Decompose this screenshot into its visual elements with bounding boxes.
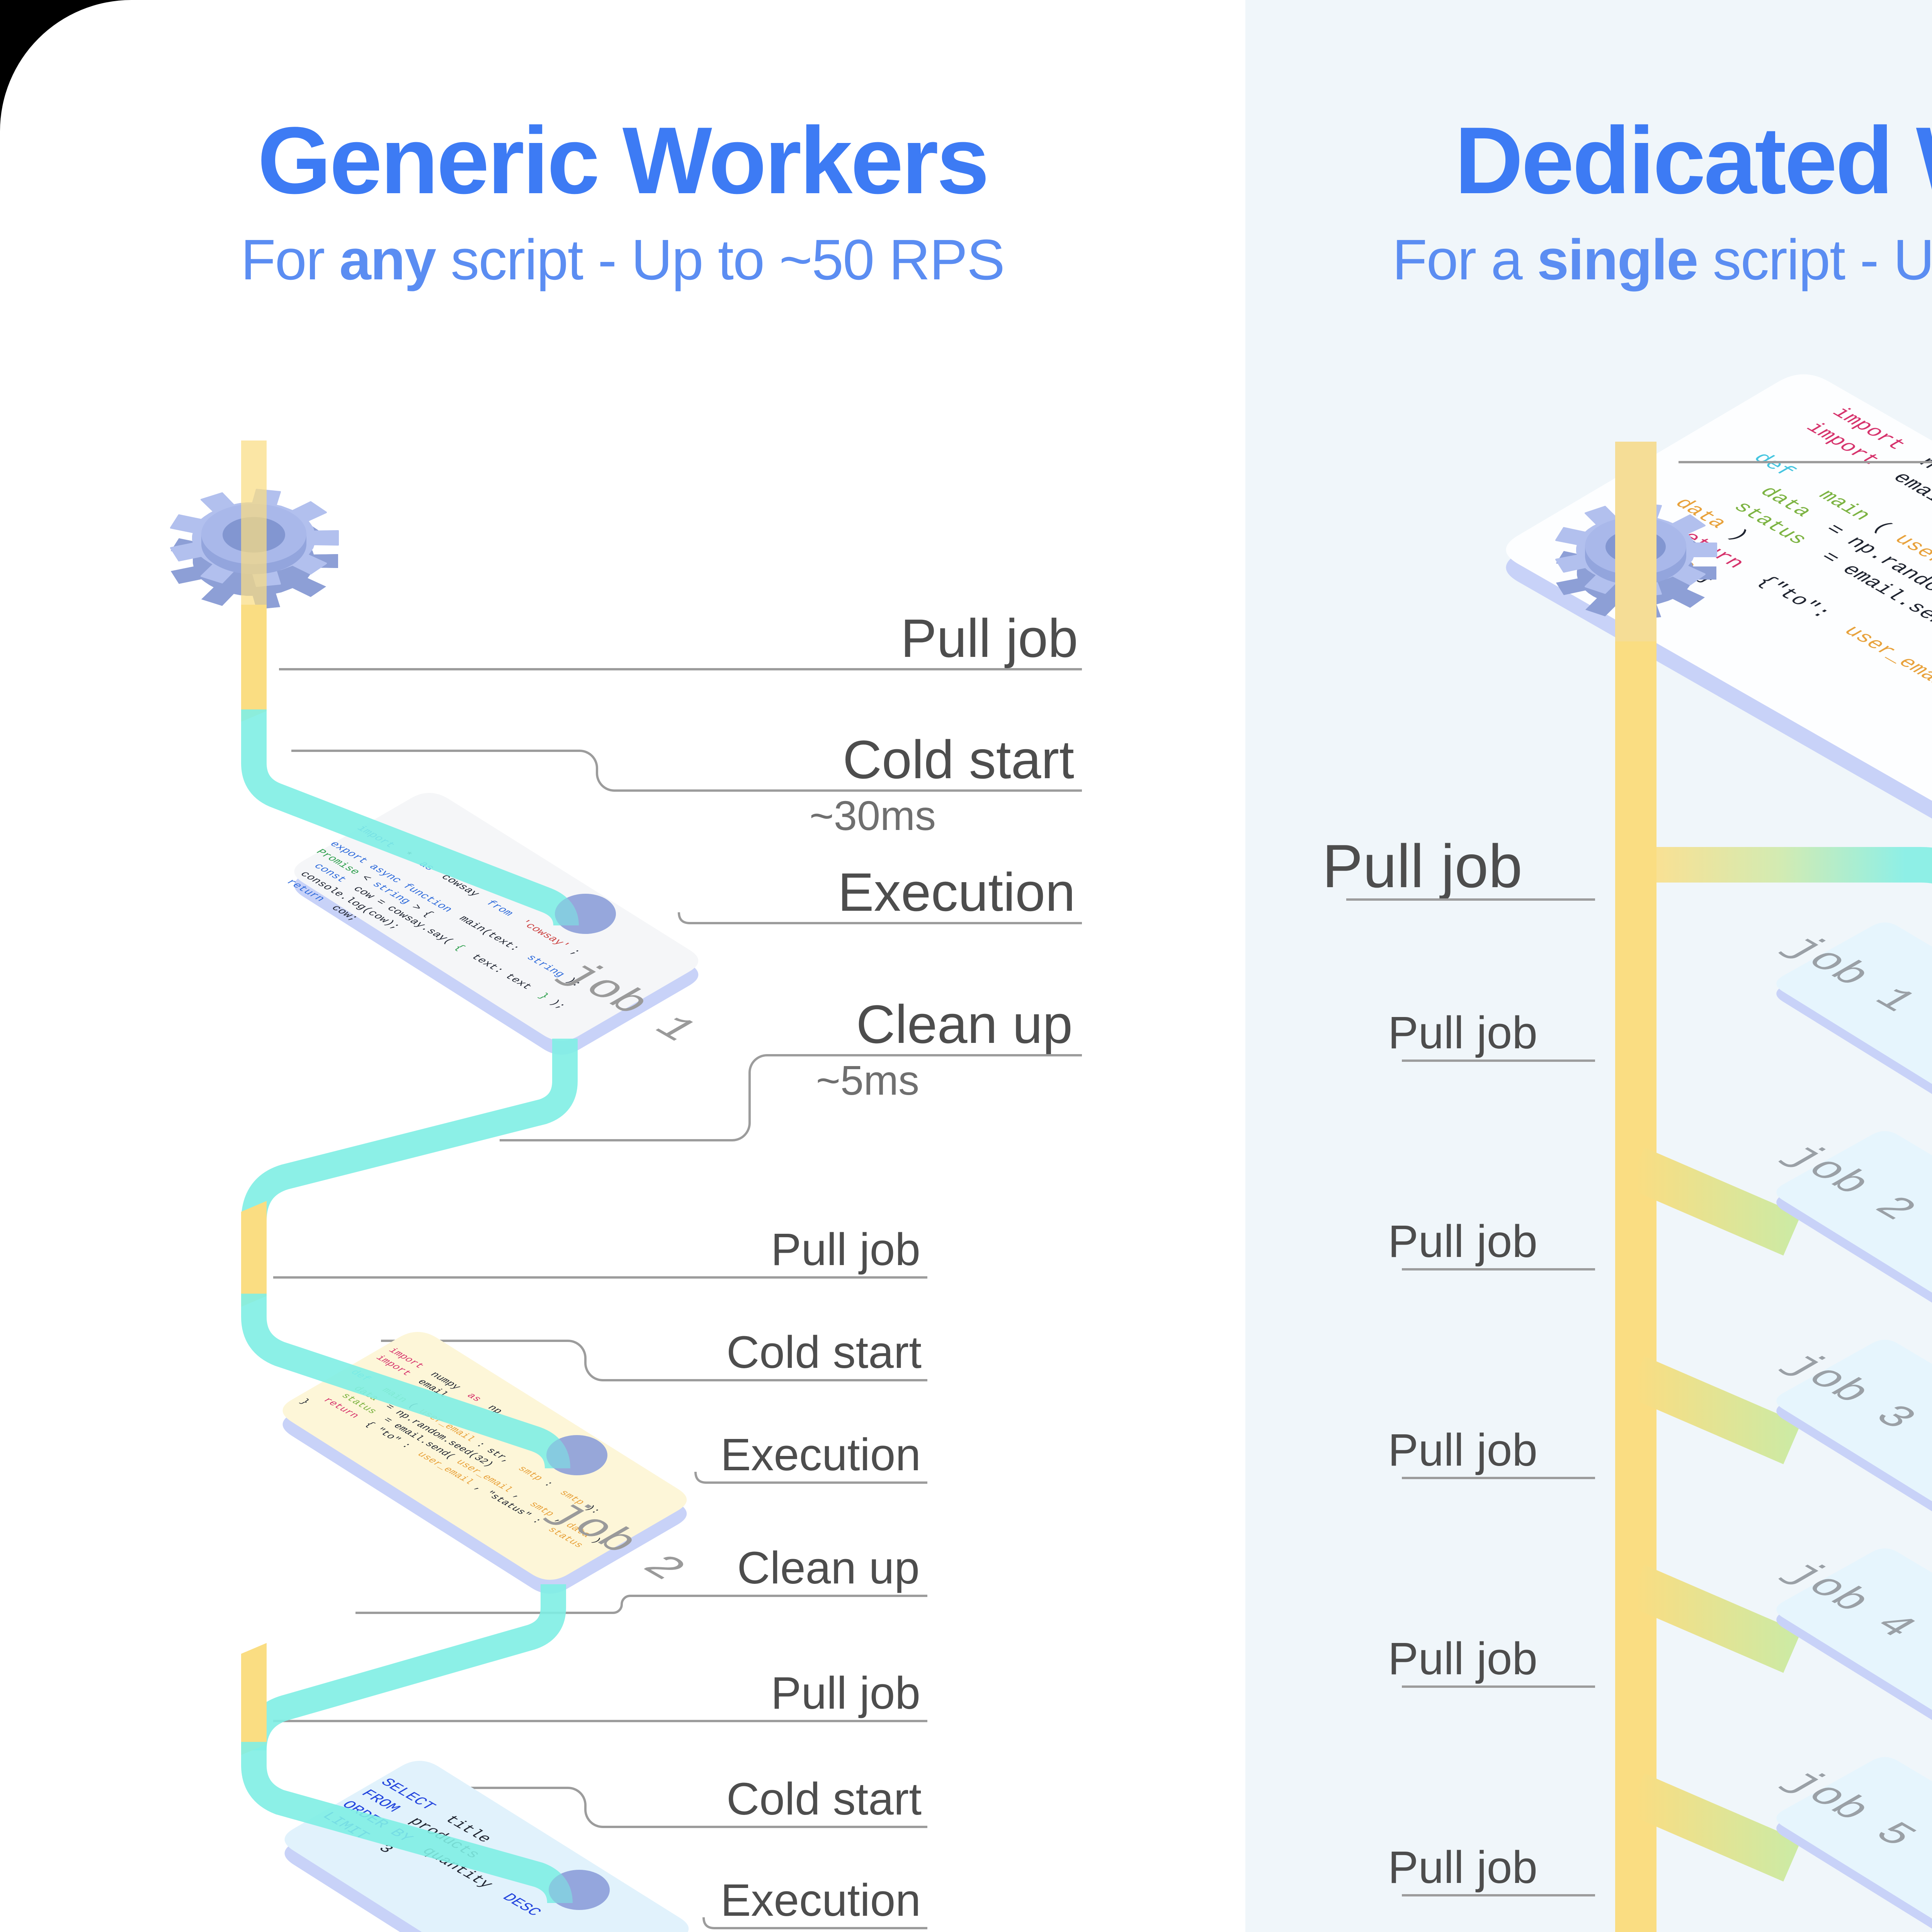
svg-text:Generic Workers: Generic Workers bbox=[257, 107, 987, 214]
svg-text:Pull job: Pull job bbox=[771, 1224, 920, 1275]
svg-text:Cold start: Cold start bbox=[843, 729, 1074, 790]
svg-text:Cold start: Cold start bbox=[726, 1774, 922, 1825]
svg-text:Cold start: Cold start bbox=[726, 1327, 922, 1378]
svg-text:Pull job: Pull job bbox=[1388, 1425, 1537, 1476]
svg-text:Pull job: Pull job bbox=[1388, 1633, 1537, 1684]
svg-text:Execution: Execution bbox=[721, 1875, 921, 1926]
svg-text:Pull job: Pull job bbox=[901, 608, 1078, 668]
svg-text:Execution: Execution bbox=[838, 862, 1075, 922]
svg-text:Pull job: Pull job bbox=[1322, 832, 1522, 900]
svg-text:Pull job: Pull job bbox=[1388, 1007, 1537, 1058]
svg-text:Pull job: Pull job bbox=[1388, 1216, 1537, 1267]
svg-text:Execution: Execution bbox=[721, 1429, 921, 1480]
svg-text:For a single script - Up to ~1: For a single script - Up to ~1,000 RPS bbox=[1392, 228, 1932, 292]
svg-text:Clean up: Clean up bbox=[856, 994, 1073, 1054]
svg-text:For any script - Up to ~50 RPS: For any script - Up to ~50 RPS bbox=[241, 228, 1004, 292]
svg-text:~5ms: ~5ms bbox=[816, 1057, 919, 1104]
svg-text:~30ms: ~30ms bbox=[810, 792, 936, 839]
svg-text:Dedicated Workers: Dedicated Workers bbox=[1455, 107, 1932, 214]
svg-text:Pull job: Pull job bbox=[771, 1668, 920, 1719]
svg-text:Pull job: Pull job bbox=[1388, 1842, 1537, 1893]
svg-text:Clean up: Clean up bbox=[737, 1543, 920, 1594]
